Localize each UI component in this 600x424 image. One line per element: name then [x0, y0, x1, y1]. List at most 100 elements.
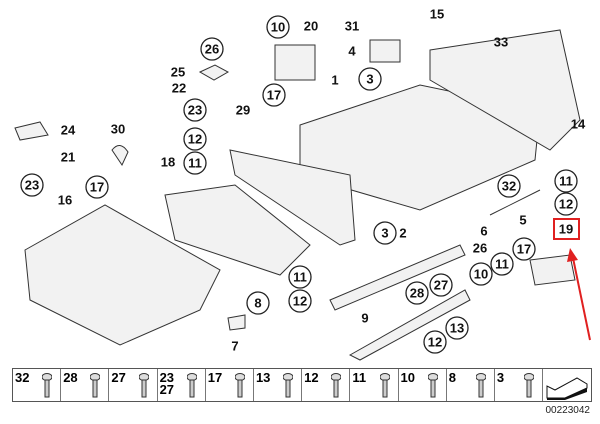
- callout-circle: [200, 37, 224, 61]
- callout-circle: [288, 265, 312, 289]
- callout-label: 12: [188, 132, 202, 147]
- callout-label: 23: [25, 178, 39, 193]
- legend-part-number: 27: [111, 370, 126, 385]
- legend-cell-0: 32: [13, 369, 62, 401]
- callout-26: 26: [473, 241, 487, 256]
- callout-label: 13: [450, 321, 464, 336]
- legend-part-number: 12: [304, 370, 319, 385]
- callout-12: 12: [288, 289, 312, 313]
- legend-part-number: 13: [255, 370, 271, 385]
- callout-label: 3: [366, 72, 373, 87]
- callout-circle: [246, 291, 270, 315]
- legend-cell-2: 27: [109, 369, 158, 401]
- callout-20: 20: [304, 19, 318, 34]
- fastener-icon: [138, 373, 150, 399]
- callout-11: 11: [554, 169, 578, 193]
- callout-circle: [183, 98, 207, 122]
- part-19-bracket: [529, 254, 576, 286]
- callout-circle: [429, 273, 453, 297]
- callout-label: 11: [559, 174, 573, 189]
- legend-cell-5: 13: [254, 369, 303, 401]
- part-7-clip: [227, 314, 246, 331]
- part-9-rail: [348, 289, 471, 361]
- callout-16: 16: [58, 193, 72, 208]
- callout-label: 31: [345, 19, 359, 34]
- callout-circle: [262, 83, 286, 107]
- callout-18: 18: [161, 155, 175, 170]
- callout-label: 10: [271, 20, 285, 35]
- callout-22: 22: [172, 81, 186, 96]
- legend-part-number: 32: [15, 370, 30, 385]
- legend-cell-9: 8: [447, 369, 495, 401]
- legend-cell-3: 23 27: [158, 369, 206, 401]
- callout-28: 28: [405, 281, 429, 305]
- callout-29: 29: [236, 103, 250, 118]
- callout-12: 12: [423, 330, 447, 354]
- callout-12: 12: [183, 127, 207, 151]
- callout-10: 10: [469, 262, 493, 286]
- fastener-icon: [523, 373, 535, 399]
- callout-24: 24: [61, 123, 76, 138]
- callout-label: 28: [410, 286, 424, 301]
- fastener-icon: [475, 373, 487, 399]
- legend-part-number: 23 27: [159, 370, 175, 397]
- part-20-bin: [274, 44, 316, 81]
- part-25-grommet: [198, 64, 230, 81]
- callout-circle: [445, 316, 469, 340]
- callout-31: 31: [345, 19, 359, 34]
- callout-label: 17: [90, 180, 104, 195]
- callout-label: 12: [428, 335, 442, 350]
- callout-label: 14: [571, 117, 586, 132]
- callout-21: 21: [61, 150, 75, 165]
- callout-label: 4: [348, 44, 356, 59]
- callout-label: 10: [474, 267, 488, 282]
- fastener-icon: [41, 373, 53, 399]
- legend-part-number: 8: [448, 370, 456, 385]
- callout-26: 26: [200, 37, 224, 61]
- callout-label: 23: [188, 103, 202, 118]
- callout-9: 9: [361, 311, 368, 326]
- callout-circle: [85, 175, 109, 199]
- part-16-tub: [24, 204, 221, 346]
- callout-6: 6: [480, 224, 487, 239]
- callout-11: 11: [183, 151, 207, 175]
- fastener-icon: [186, 373, 198, 399]
- part-24-cap: [14, 121, 49, 141]
- callout-17: 17: [85, 175, 109, 199]
- part-29-frame: [229, 149, 356, 246]
- callout-label: 24: [61, 123, 76, 138]
- callout-11: 11: [288, 265, 312, 289]
- legend-part-number: 11: [352, 370, 367, 385]
- callout-13: 13: [445, 316, 469, 340]
- callout-1: 1: [331, 73, 338, 88]
- callout-label: 9: [361, 311, 368, 326]
- callout-circle: [183, 151, 207, 175]
- callout-33: 33: [494, 35, 508, 50]
- callout-circle: [405, 281, 429, 305]
- callout-label: 8: [254, 296, 261, 311]
- legend-cell-8: 10: [399, 369, 447, 401]
- callout-label: 22: [172, 81, 186, 96]
- callout-14: 14: [571, 117, 586, 132]
- callout-circle: [373, 221, 397, 245]
- callout-circle: [20, 173, 44, 197]
- callout-17: 17: [262, 83, 286, 107]
- callout-label: 11: [293, 270, 307, 285]
- callout-19: 19: [559, 222, 573, 237]
- callout-label: 18: [161, 155, 175, 170]
- callout-label: 6: [480, 224, 487, 239]
- callout-23: 23: [183, 98, 207, 122]
- highlight-arrow: [553, 218, 591, 341]
- legend-part-number: 17: [207, 370, 223, 385]
- callout-25: 25: [171, 65, 185, 80]
- legend-part-number: 28: [63, 370, 78, 385]
- callout-circle: [512, 237, 536, 261]
- callout-label: 12: [293, 294, 307, 309]
- callout-12: 12: [554, 192, 578, 216]
- callout-3: 3: [373, 221, 397, 245]
- callout-label: 16: [58, 193, 72, 208]
- callout-32: 32: [497, 174, 521, 198]
